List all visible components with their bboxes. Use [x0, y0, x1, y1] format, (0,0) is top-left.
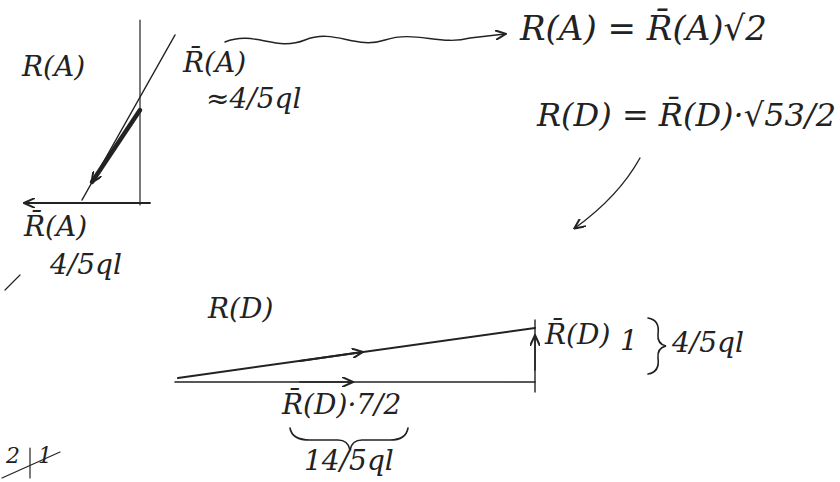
- force-label: 4/5ql: [50, 250, 122, 281]
- force-label: R̄(D)·7/2: [282, 390, 401, 421]
- force-label: R̄(D): [545, 320, 610, 351]
- force-label: R(A) = R̄(A)√2: [520, 10, 767, 47]
- force-label: 4/5ql: [672, 328, 744, 359]
- force-label: R(D) = R̄(D)·√53/2: [537, 98, 836, 133]
- force-label: R(D): [208, 294, 273, 325]
- force-label: 1: [620, 326, 638, 357]
- force-label: 1: [38, 444, 52, 468]
- force-label: 14/5ql: [304, 446, 394, 477]
- force-label: ≈4/5ql: [206, 84, 301, 115]
- force-label: R(A): [22, 52, 85, 83]
- force-label: R̄(A): [24, 212, 87, 243]
- force-label: 2: [6, 444, 20, 468]
- force-label: R̄(A): [183, 48, 246, 79]
